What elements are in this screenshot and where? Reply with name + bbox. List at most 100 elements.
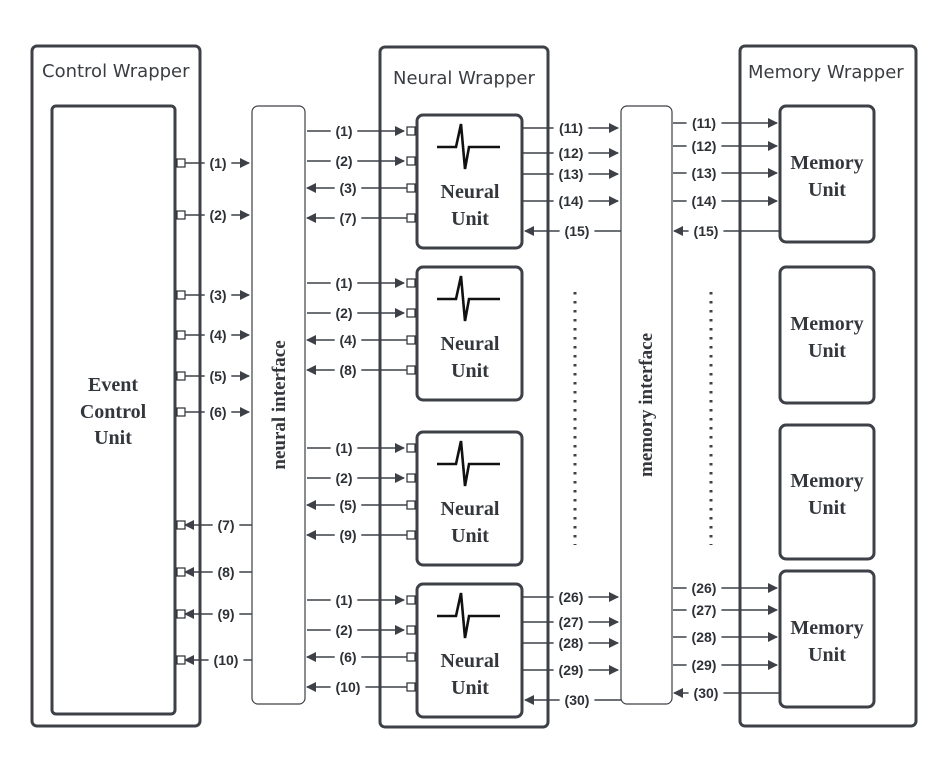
neural-unit-label-line1: Neural: [441, 333, 500, 355]
neural-out-1-a-label-bg: [334, 179, 362, 197]
neural-in-4-a-label: (1): [335, 592, 352, 608]
neural-out-3-a-label: (5): [339, 497, 356, 513]
neural-wrapper: [378, 45, 550, 729]
port: [406, 530, 416, 540]
neural-in-1-a-label: (1): [335, 123, 352, 139]
memory-unit-label-line2: Unit: [808, 340, 846, 362]
neural-out-3-b-label: (9): [339, 527, 356, 543]
spike-icon: [437, 440, 500, 487]
memory-unit-4: [778, 569, 876, 709]
neural-out-4-a-label: (6): [339, 649, 356, 665]
memory-unit-label-line1: Memory: [790, 470, 863, 492]
control-signal-in-2-label-bg: [212, 563, 240, 581]
neural-mem-out-1-3-label: (13): [559, 166, 584, 182]
memory-unit-label-line1: Memory: [790, 152, 863, 174]
neural-in-3-a-label-bg: [330, 439, 358, 457]
connections: (1)(2)(3)(4)(5)(6)(7)(8)(9)(10)NeuralUni…: [176, 104, 876, 719]
neural-unit-label-line2: Unit: [451, 525, 489, 547]
memory-in-1-1-label-bg: [686, 114, 722, 132]
control-signal-out-1-label: (1): [209, 155, 226, 171]
control-signal-in-1-label: (7): [217, 517, 234, 533]
neural-mem-in-4-label: (30): [565, 692, 590, 708]
port: [406, 183, 416, 193]
memory-unit-3: [778, 423, 876, 561]
memory-in-1-4-label-bg: [686, 192, 722, 210]
neural-wrapper-title: Neural Wrapper: [393, 68, 535, 89]
neural-mem-out-4-1-label: (26): [559, 589, 584, 605]
port: [406, 156, 416, 166]
event-control-unit: [50, 104, 177, 716]
neural-interface-label: neural interface: [269, 340, 290, 469]
neural-unit-label-line1: Neural: [441, 650, 500, 672]
port: [176, 609, 186, 619]
neural-mem-in-1-label-bg: [559, 222, 595, 240]
memory-unit-label-line1: Memory: [790, 313, 863, 335]
memory-in-4-4-label-bg: [686, 656, 722, 674]
control-signal-out-6-label-bg: [204, 403, 232, 421]
neural-in-2-a-label-bg: [330, 274, 358, 292]
neural-mem-out-4-3-label-bg: [553, 634, 589, 652]
neural-mem-out-4-4-label: (29): [559, 662, 584, 678]
neural-in-2-a-label: (1): [335, 275, 352, 291]
memory-in-4-4-label: (29): [692, 657, 717, 673]
memory-in-4-2-label: (27): [692, 602, 717, 618]
spike-icon: [437, 275, 500, 322]
neural-mem-in-4-label-bg: [559, 691, 595, 709]
neural-unit-label-line1: Neural: [441, 498, 500, 520]
control-signal-out-2-label-bg: [204, 206, 232, 224]
memory-in-1-1-label: (11): [692, 115, 716, 131]
neural-mem-out-1-3-label-bg: [553, 165, 589, 183]
memory-wrapper: [738, 44, 918, 728]
neural-unit-label-line1: Neural: [441, 181, 500, 203]
memory-in-4-3-label-bg: [686, 628, 722, 646]
control-signal-in-2-label: (8): [217, 564, 234, 580]
control-signal-out-5-label-bg: [204, 367, 232, 385]
memory-in-1-2-label: (12): [692, 138, 717, 154]
memory-out-1-label: (15): [694, 223, 719, 239]
control-wrapper-title: Control Wrapper: [42, 61, 190, 82]
memory-in-1-2-label-bg: [686, 137, 722, 155]
memory-in-1-3-label-bg: [686, 164, 722, 182]
memory-out-1-label-bg: [688, 222, 724, 240]
port: [176, 407, 186, 417]
memory-interface: [620, 105, 673, 705]
neural-in-4-b-label: (2): [335, 622, 352, 638]
port: [176, 210, 186, 220]
neural-unit-label-line2: Unit: [451, 360, 489, 382]
control-signal-out-4-label-bg: [204, 326, 232, 344]
neural-mem-out-4-2-label-bg: [553, 613, 589, 631]
control-signal-out-2-label: (2): [209, 207, 226, 223]
port: [406, 335, 416, 345]
neural-mem-out-1-1-label: (11): [559, 120, 583, 136]
event-control-unit-label-line3: Unit: [94, 427, 132, 449]
port: [406, 365, 416, 375]
memory-unit-label-line1: Memory: [790, 617, 863, 639]
neural-mem-out-4-1-label-bg: [553, 588, 589, 606]
neural-mem-out-4-4-label-bg: [553, 661, 589, 679]
port: [406, 595, 416, 605]
control-signal-out-4-label: (4): [209, 327, 226, 343]
spike-icon: [437, 123, 500, 170]
neural-mem-out-1-4-label: (14): [559, 193, 584, 209]
memory-in-4-1-label-bg: [686, 579, 722, 597]
neural-in-1-b-label-bg: [330, 152, 358, 170]
neural-mem-in-1-label: (15): [565, 223, 590, 239]
port: [406, 278, 416, 288]
neural-mem-out-1-2-label-bg: [553, 144, 589, 162]
neural-out-2-a-label: (4): [339, 332, 356, 348]
port: [406, 625, 416, 635]
control-signal-in-3-label-bg: [212, 605, 240, 623]
port: [406, 443, 416, 453]
neural-out-2-b-label: (8): [339, 362, 356, 378]
spike-icon: [437, 592, 500, 639]
memory-unit-2: [778, 265, 876, 405]
neural-in-2-b-label: (2): [335, 305, 352, 321]
port: [406, 500, 416, 510]
neural-in-4-b-label-bg: [330, 621, 358, 639]
neural-mem-out-1-1-label-bg: [553, 119, 589, 137]
port: [406, 308, 416, 318]
neural-in-3-b-label-bg: [330, 469, 358, 487]
neural-out-2-a-label-bg: [334, 331, 362, 349]
memory-in-1-3-label: (13): [692, 165, 717, 181]
